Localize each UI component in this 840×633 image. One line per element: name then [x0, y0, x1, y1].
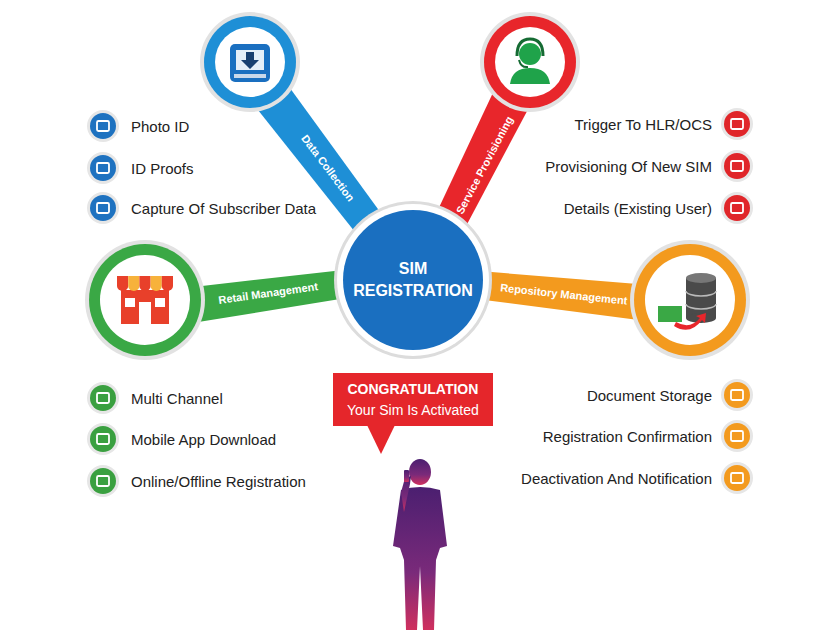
list-item: Trigger To HLR/OCS — [574, 116, 712, 133]
bullet-icon — [724, 153, 750, 179]
icon-ring — [89, 244, 201, 356]
list-item: Provisioning Of New SIM — [545, 158, 712, 175]
icon-ring — [484, 16, 576, 108]
icon-disc — [100, 255, 190, 345]
bullet-ring — [87, 152, 119, 184]
list-item: ID Proofs — [131, 160, 194, 177]
bullet-ring — [721, 462, 753, 494]
list-item: Mobile App Download — [131, 431, 276, 448]
bullet-ring — [721, 150, 753, 182]
bullet-icon — [90, 155, 116, 181]
circle-shadow — [200, 12, 300, 112]
bullet-ring — [87, 423, 119, 455]
spoke-band: Data Collection — [295, 128, 361, 208]
bullet-glyph — [97, 203, 109, 213]
list-item: Registration Confirmation — [543, 428, 712, 445]
bullet-icon — [724, 382, 750, 408]
bullet-glyph — [97, 121, 109, 131]
spoke-band: Retail Management — [213, 278, 322, 309]
bullet-icon — [90, 385, 116, 411]
node-text: Service Provisioning — [453, 114, 515, 216]
node-text: Retail Management — [218, 280, 319, 306]
node-text: SIM REGISTRATION — [353, 258, 473, 301]
bullet-glyph — [97, 393, 109, 403]
bullet-glyph — [731, 473, 743, 483]
bullet-glyph — [731, 431, 743, 441]
bullet-glyph — [731, 119, 743, 129]
circle-shadow — [480, 12, 580, 112]
icon-disc — [215, 27, 285, 97]
callout-box: CONGRATULATION Your Sim Is Activated — [333, 373, 493, 426]
man-silhouette — [393, 459, 447, 630]
agent-icon — [510, 39, 550, 84]
node-text: Data Collection — [299, 132, 357, 203]
list-item: Details (Existing User) — [564, 200, 712, 217]
bullet-icon — [724, 465, 750, 491]
list-item: Multi Channel — [131, 390, 223, 407]
list-item: Deactivation And Notification — [521, 470, 712, 487]
bullet-ring — [87, 382, 119, 414]
circle-shadow — [630, 240, 750, 360]
node-text: Your Sim Is Activated — [347, 402, 479, 418]
bullet-glyph — [97, 434, 109, 444]
bullet-glyph — [731, 390, 743, 400]
spoke-band: Repository Management — [496, 279, 633, 309]
list-item: Document Storage — [587, 387, 712, 404]
bullet-icon — [90, 195, 116, 221]
bullet-ring — [721, 420, 753, 452]
bullet-icon — [724, 195, 750, 221]
callout-pointer — [367, 425, 395, 454]
icon-ring — [634, 244, 746, 356]
bullet-icon — [90, 113, 116, 139]
bullet-glyph — [97, 163, 109, 173]
bullet-glyph — [731, 161, 743, 171]
hub-circle: SIM REGISTRATION — [343, 210, 483, 350]
bullet-ring — [87, 465, 119, 497]
bullet-glyph — [731, 203, 743, 213]
bullet-icon — [724, 111, 750, 137]
bullet-icon — [724, 423, 750, 449]
node-text: CONGRATULATION — [347, 381, 479, 397]
icon-ring — [204, 16, 296, 108]
bullet-ring — [87, 110, 119, 142]
list-item: Capture Of Subscriber Data — [131, 200, 316, 217]
tray-icon — [230, 44, 270, 82]
spoke-band: Service Provisioning — [450, 110, 519, 221]
node-text: Repository Management — [500, 281, 628, 306]
bullet-ring — [721, 379, 753, 411]
database-icon — [658, 273, 716, 330]
bullet-glyph — [97, 476, 109, 486]
list-item: Online/Offline Registration — [131, 473, 306, 490]
bullet-ring — [87, 192, 119, 224]
bullet-icon — [90, 426, 116, 452]
bullet-ring — [721, 192, 753, 224]
bullet-icon — [90, 468, 116, 494]
store-icon — [117, 276, 173, 324]
icon-disc — [645, 255, 735, 345]
circle-shadow — [85, 240, 205, 360]
list-item: Photo ID — [131, 118, 189, 135]
icon-disc — [495, 27, 565, 97]
spoke-band — [477, 271, 650, 321]
spoke-band — [183, 269, 354, 324]
bullet-ring — [721, 108, 753, 140]
